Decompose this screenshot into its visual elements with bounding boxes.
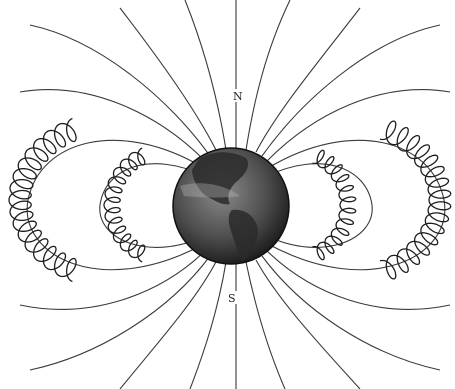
field-line	[246, 0, 290, 150]
field-line	[266, 250, 450, 309]
helix-left-outer	[9, 119, 76, 282]
field-line	[185, 0, 226, 150]
field-line	[256, 8, 360, 152]
south-pole-label: S	[228, 292, 236, 305]
field-line	[262, 256, 440, 370]
field-line	[190, 262, 226, 389]
field-line	[246, 262, 285, 389]
field-line	[266, 90, 450, 162]
field-line	[262, 25, 440, 156]
earth-globe	[173, 148, 289, 264]
helix-right-inner	[312, 150, 355, 259]
north-pole-label: N	[233, 90, 243, 103]
field-line	[256, 260, 360, 389]
field-line	[30, 25, 210, 156]
